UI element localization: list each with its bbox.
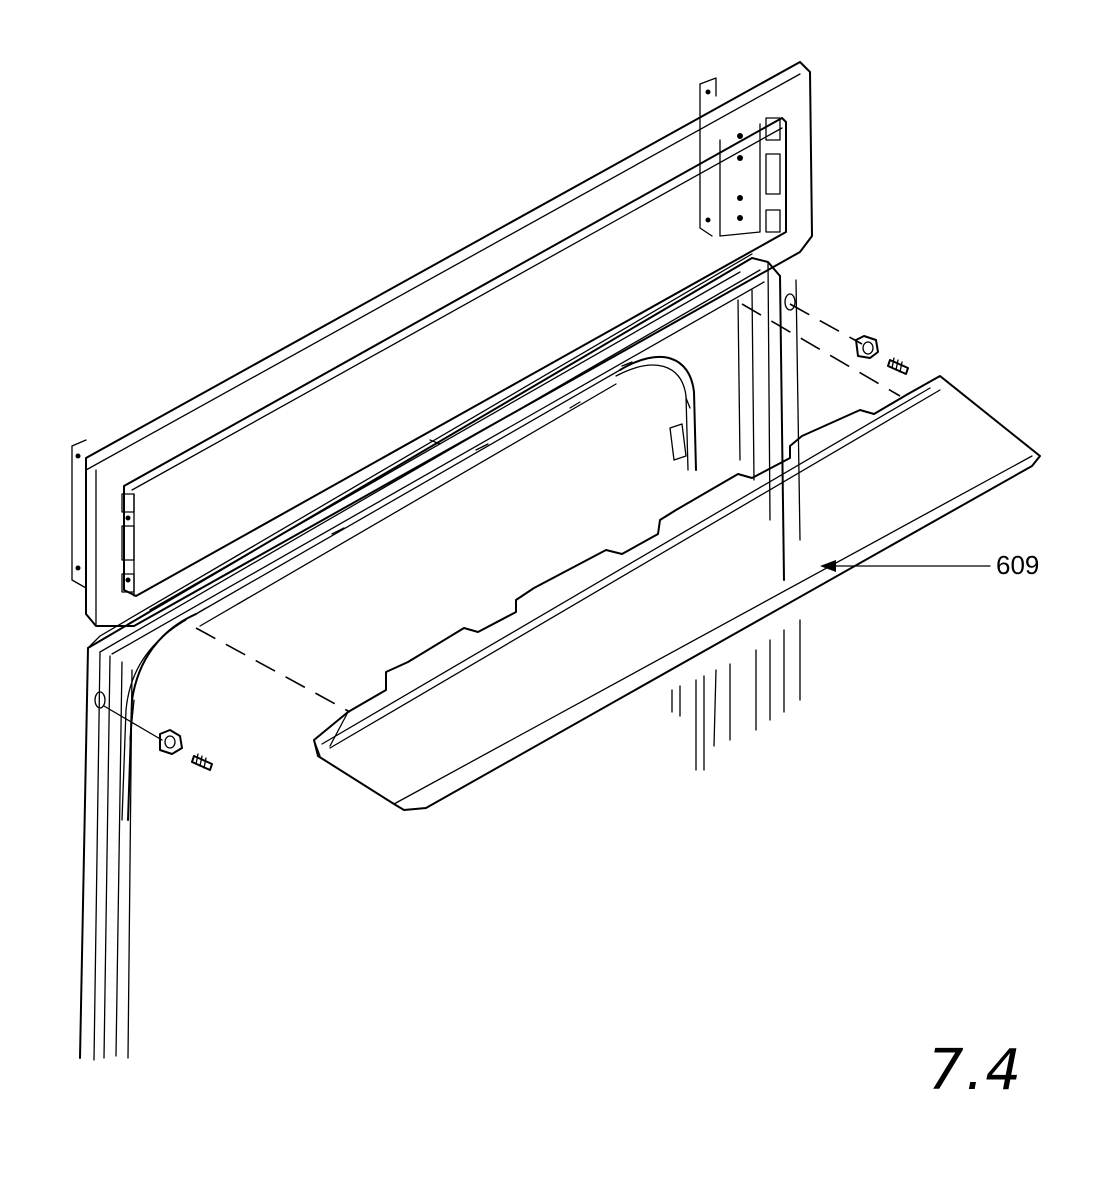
screw-right — [887, 357, 909, 375]
drip-tray-609 — [313, 375, 1041, 811]
nut-left — [159, 729, 183, 755]
callout-leader-609 — [820, 560, 991, 572]
nut-right — [855, 335, 879, 359]
figure-number: 7.4 — [928, 1038, 1024, 1103]
assembly-lines — [103, 303, 901, 741]
screw-left — [191, 753, 213, 771]
lower-door-frame — [79, 253, 801, 1061]
callout-609: 609 — [996, 550, 1040, 580]
fasteners — [159, 335, 909, 771]
top-door-frame — [71, 61, 813, 627]
